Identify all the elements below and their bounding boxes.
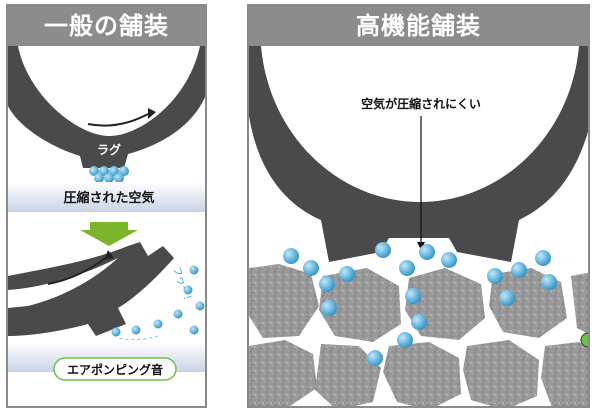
aggregate-stones <box>249 264 588 406</box>
lug-label: ラグ <box>97 142 121 157</box>
annotation-label: 空気が圧縮されにくい <box>361 96 481 111</box>
road-surface <box>8 182 205 212</box>
compressed-air-label: 圧縮された空気 <box>63 190 154 206</box>
down-arrow-icon <box>80 222 138 246</box>
porous-pavement-panel: 高機能舗装 空気が圧縮されにくい <box>247 4 590 408</box>
porous-pavement-diagram: 空気が圧縮されにくい <box>249 46 588 406</box>
air-pumping-label: エアポンピング音 <box>67 362 163 377</box>
annotation-arrowhead <box>417 242 425 250</box>
rotation-arrow-icon <box>47 250 114 285</box>
porous-pavement-title: 高機能舗装 <box>249 6 588 46</box>
escaping-air-bubbles <box>111 265 205 341</box>
compressed-air-bubbles <box>89 166 129 183</box>
pump-label-pill <box>53 357 177 381</box>
tire-icon <box>249 46 588 262</box>
ordinary-pavement-panel: 一般の舗装 ラグ <box>6 4 207 408</box>
ordinary-pavement-diagram: ラグ 圧縮された空気 フヮー！ <box>8 46 205 381</box>
tire-icon <box>8 242 174 336</box>
marker-dot <box>580 332 588 348</box>
tire-icon <box>8 46 205 168</box>
air-bubble-icon <box>283 242 557 366</box>
rotation-arrow-icon <box>87 108 156 127</box>
ordinary-pavement-title: 一般の舗装 <box>8 6 205 46</box>
